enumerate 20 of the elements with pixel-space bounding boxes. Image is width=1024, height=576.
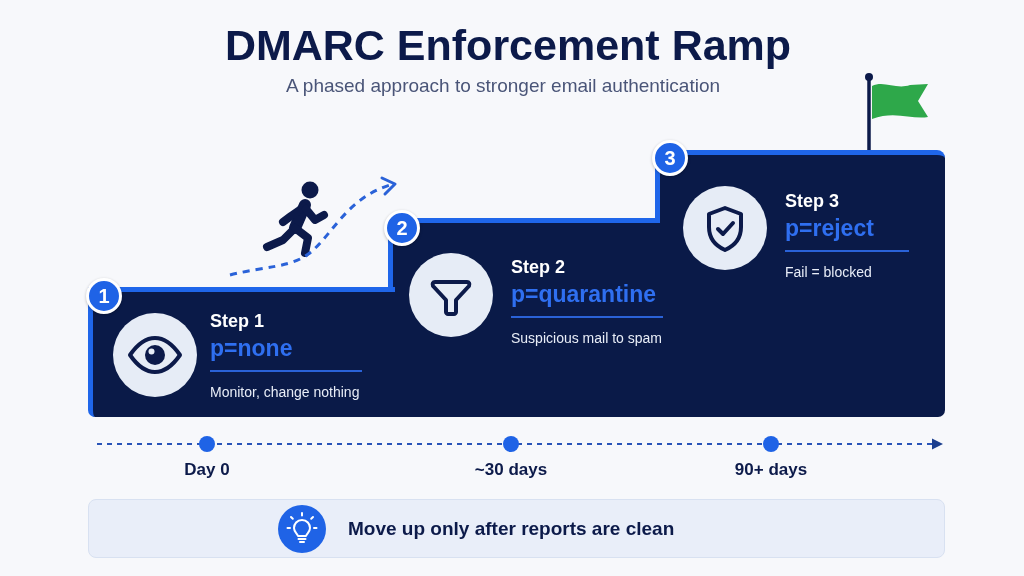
policy-name: p=reject	[785, 214, 874, 243]
subtitle: A phased approach to stronger email authentication	[285, 74, 721, 98]
step-number-badge: 1	[86, 278, 122, 314]
step-panel	[88, 287, 395, 417]
timeline-label: Day 0	[184, 459, 230, 481]
title: DMARC Enforcement Ramp	[224, 20, 792, 70]
step-number-badge: 2	[384, 210, 420, 246]
timeline-label: 90+ days	[734, 459, 808, 481]
policy-name: p=quarantine	[511, 280, 657, 309]
step-description: Fail = blocked	[785, 263, 872, 281]
step-number-badge: 3	[652, 140, 688, 176]
tip-banner	[88, 499, 945, 558]
step-heading: Step 3	[785, 190, 840, 213]
tip-text: Move up only after reports are clean	[348, 517, 675, 541]
step-heading: Step 2	[511, 256, 566, 279]
step-description: Monitor, change nothing	[210, 383, 360, 401]
timeline-label: ~30 days	[474, 459, 548, 481]
step-description: Suspicious mail to spam	[511, 329, 662, 347]
step-heading: Step 1	[210, 310, 265, 333]
policy-name: p=none	[210, 334, 293, 363]
